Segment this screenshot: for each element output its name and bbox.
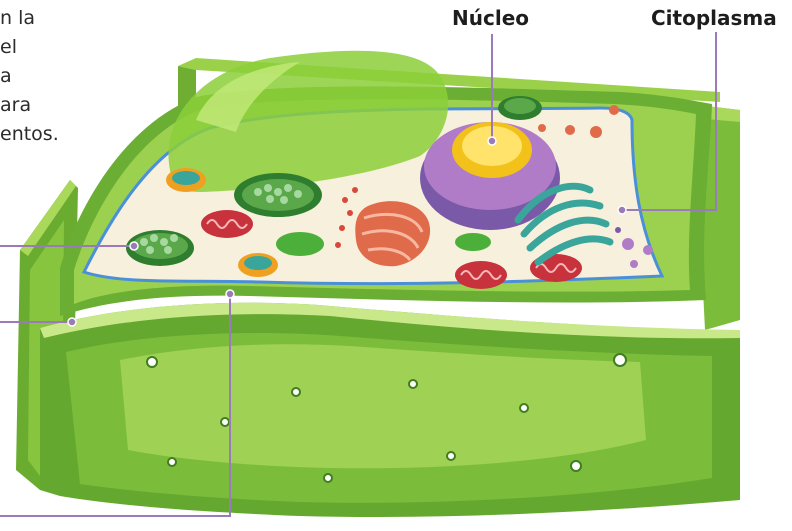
label-cytoplasm: Citoplasma bbox=[651, 6, 777, 30]
caption-text: n la el a ara entos. bbox=[0, 4, 59, 149]
label-nucleus: Núcleo bbox=[452, 6, 529, 30]
cell-wall-front bbox=[40, 303, 740, 517]
